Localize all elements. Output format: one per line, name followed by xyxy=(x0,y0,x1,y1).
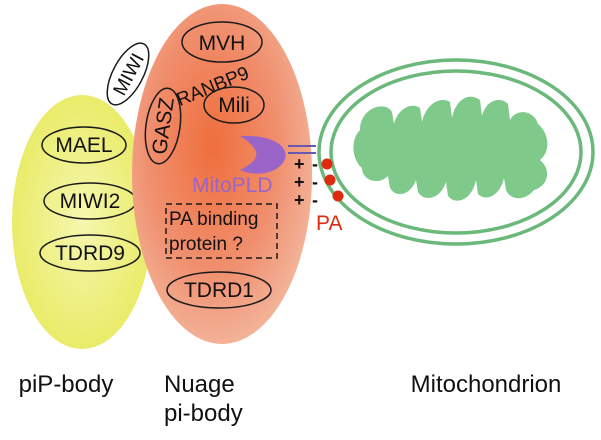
pa-binding-label-line1: PA binding xyxy=(169,209,258,230)
charge-plus-1: + xyxy=(294,154,305,174)
mael-label: MAEL xyxy=(55,134,112,157)
nuage-caption-line1: Nuage xyxy=(164,371,235,398)
tdrd9-label: TDRD9 xyxy=(55,242,125,265)
charge-minus-1: - xyxy=(312,154,318,174)
pa-dot-1 xyxy=(321,158,333,170)
tdrd1-node xyxy=(166,271,272,309)
mvh-node xyxy=(181,21,263,63)
pip-body-shape xyxy=(12,95,152,349)
mitopld-label: MitoPLD xyxy=(192,174,273,197)
pa-binding-protein-box xyxy=(165,203,278,259)
pip-body-caption: piP-body xyxy=(19,371,114,398)
pa-binding-label-line2: protein ? xyxy=(169,234,243,255)
miwi2-label: MIWI2 xyxy=(60,190,121,213)
nuage-shape xyxy=(132,4,312,344)
charge-minus-2: - xyxy=(312,172,318,192)
mael-node xyxy=(41,126,127,164)
tdrd1-label: TDRD1 xyxy=(184,279,254,302)
mvh-label: MVH xyxy=(199,32,246,55)
nuage-caption-line2: pi-body xyxy=(164,400,243,427)
mili-label: Mili xyxy=(218,94,250,117)
mitopld-shape xyxy=(240,135,286,174)
pa-label: PA xyxy=(316,212,342,235)
tdrd9-node xyxy=(39,234,141,272)
charge-plus-2: + xyxy=(294,172,305,192)
pa-dot-2 xyxy=(324,174,336,186)
mitochondrion-cristae xyxy=(353,96,548,201)
charge-plus-3: + xyxy=(294,190,305,210)
mili-node xyxy=(203,86,265,124)
charge-minus-3: - xyxy=(312,190,318,210)
mitochondrion-caption: Mitochondrion xyxy=(411,371,562,398)
pa-dot-3 xyxy=(332,190,344,202)
